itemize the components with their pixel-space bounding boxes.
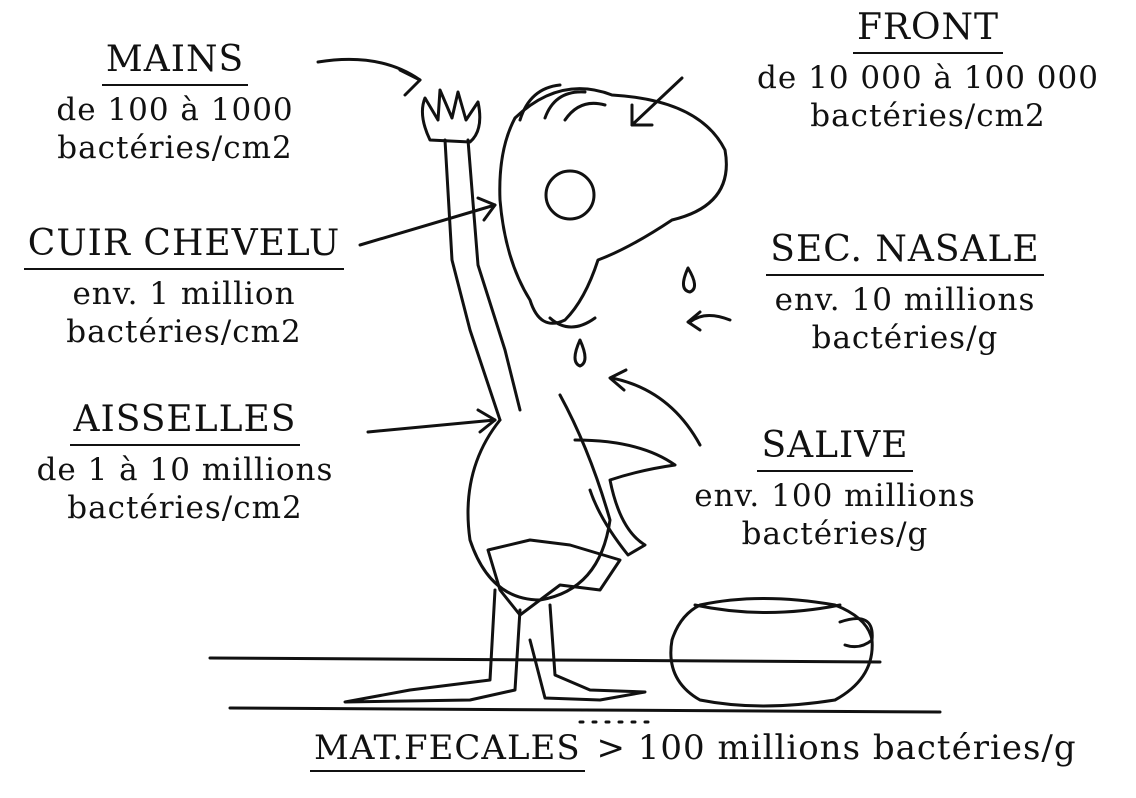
label-front: FRONT de 10 000 à 100 000 bactéries/cm2: [728, 6, 1128, 136]
leg-left: [345, 590, 520, 702]
label-aisselles-line2: bactéries/cm2: [67, 490, 302, 526]
loincloth: [488, 540, 620, 615]
ground-line-2: [230, 708, 940, 712]
label-nasale-title: SEC. NASALE: [766, 228, 1043, 276]
label-aisselles-line1: de 1 à 10 millions: [37, 452, 334, 488]
leg-right: [530, 605, 645, 700]
label-mains-line2: bactéries/cm2: [57, 130, 292, 166]
label-mat-fecales: MAT.FECALES > 100 millions bactéries/g: [310, 728, 1077, 768]
label-mains: MAINS de 100 à 1000 bactéries/cm2: [40, 38, 310, 168]
label-mains-line1: de 100 à 1000: [56, 92, 293, 128]
label-fecales-title: MAT.FECALES: [310, 728, 585, 772]
arrow-front: [632, 78, 682, 125]
label-mains-title: MAINS: [102, 38, 248, 86]
label-salive: SALIVE env. 100 millions bactéries/g: [660, 424, 1010, 554]
label-cuir-title: CUIR CHEVELU: [24, 222, 344, 270]
arrow-mains: [318, 59, 420, 80]
chamber-pot-handle: [840, 619, 872, 647]
label-sec-nasale: SEC. NASALE env. 10 millions bactéries/g: [740, 228, 1070, 358]
label-front-line1: de 10 000 à 100 000: [757, 60, 1099, 96]
label-cuir-chevelu: CUIR CHEVELU env. 1 million bactéries/cm…: [8, 222, 360, 352]
eye: [546, 171, 594, 219]
mouth: [550, 318, 595, 327]
label-fecales-value: > 100 millions bactéries/g: [585, 728, 1077, 768]
label-nasale-line2: bactéries/g: [812, 320, 999, 356]
label-cuir-line2: bactéries/cm2: [66, 314, 301, 350]
chamber-pot: [671, 599, 872, 707]
label-salive-line2: bactéries/g: [742, 516, 929, 552]
label-nasale-line1: env. 10 millions: [775, 282, 1036, 318]
raised-arm-inner: [468, 140, 520, 410]
ground-line: [210, 658, 880, 662]
arrow-mains-head: [400, 70, 420, 95]
label-aisselles: AISSELLES de 1 à 10 millions bactéries/c…: [10, 398, 360, 528]
label-salive-line1: env. 100 millions: [694, 478, 975, 514]
label-salive-title: SALIVE: [757, 424, 912, 472]
label-cuir-line1: env. 1 million: [72, 276, 295, 312]
chamber-pot-rim: [695, 605, 840, 613]
nose-drop: [683, 268, 694, 292]
saliva-drop: [575, 340, 585, 366]
label-front-title: FRONT: [853, 6, 1003, 54]
arrow-aisselles: [368, 420, 495, 432]
hand: [422, 90, 479, 142]
label-aisselles-title: AISSELLES: [70, 398, 301, 446]
label-front-line2: bactéries/cm2: [810, 98, 1045, 134]
